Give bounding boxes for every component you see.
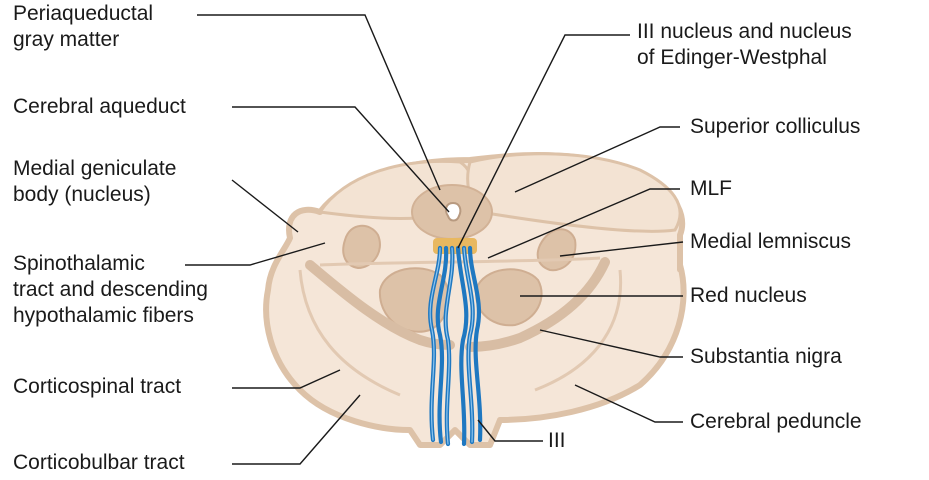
leader-medial-geniculate (232, 180, 298, 232)
label-periaqueductal-line1: Periaqueductal (13, 1, 153, 27)
label-medial-geniculate-line1: Medial geniculate (13, 156, 176, 182)
label-medial-geniculate: Medial geniculate body (nucleus) (13, 156, 176, 208)
label-red-nucleus: Red nucleus (690, 283, 807, 309)
label-iii-nucleus: III nucleus and nucleus of Edinger-Westp… (637, 19, 852, 71)
label-medial-lemniscus: Medial lemniscus (690, 229, 851, 255)
red-nucleus-right (476, 269, 541, 325)
label-spinothalamic-line1: Spinothalamic (13, 251, 208, 277)
label-spinothalamic-line2: tract and descending (13, 277, 208, 303)
label-medial-geniculate-line2: body (nucleus) (13, 182, 176, 208)
label-iii-nucleus-line1: III nucleus and nucleus (637, 19, 852, 45)
label-spinothalamic-line3: hypothalamic fibers (13, 303, 208, 329)
label-corticospinal: Corticospinal tract (13, 374, 181, 400)
label-cerebral-peduncle: Cerebral peduncle (690, 409, 862, 435)
label-iii-nucleus-line2: of Edinger-Westphal (637, 45, 852, 71)
label-nerve-iii: III (548, 428, 566, 454)
label-periaqueductal-gray: Periaqueductal gray matter (13, 1, 153, 53)
label-corticobulbar: Corticobulbar tract (13, 450, 185, 476)
label-substantia-nigra: Substantia nigra (690, 344, 842, 370)
label-periaqueductal-line2: gray matter (13, 27, 153, 53)
label-cerebral-aqueduct: Cerebral aqueduct (13, 94, 186, 120)
label-spinothalamic: Spinothalamic tract and descending hypot… (13, 251, 208, 329)
label-mlf: MLF (690, 176, 732, 202)
label-superior-colliculus: Superior colliculus (690, 114, 860, 140)
